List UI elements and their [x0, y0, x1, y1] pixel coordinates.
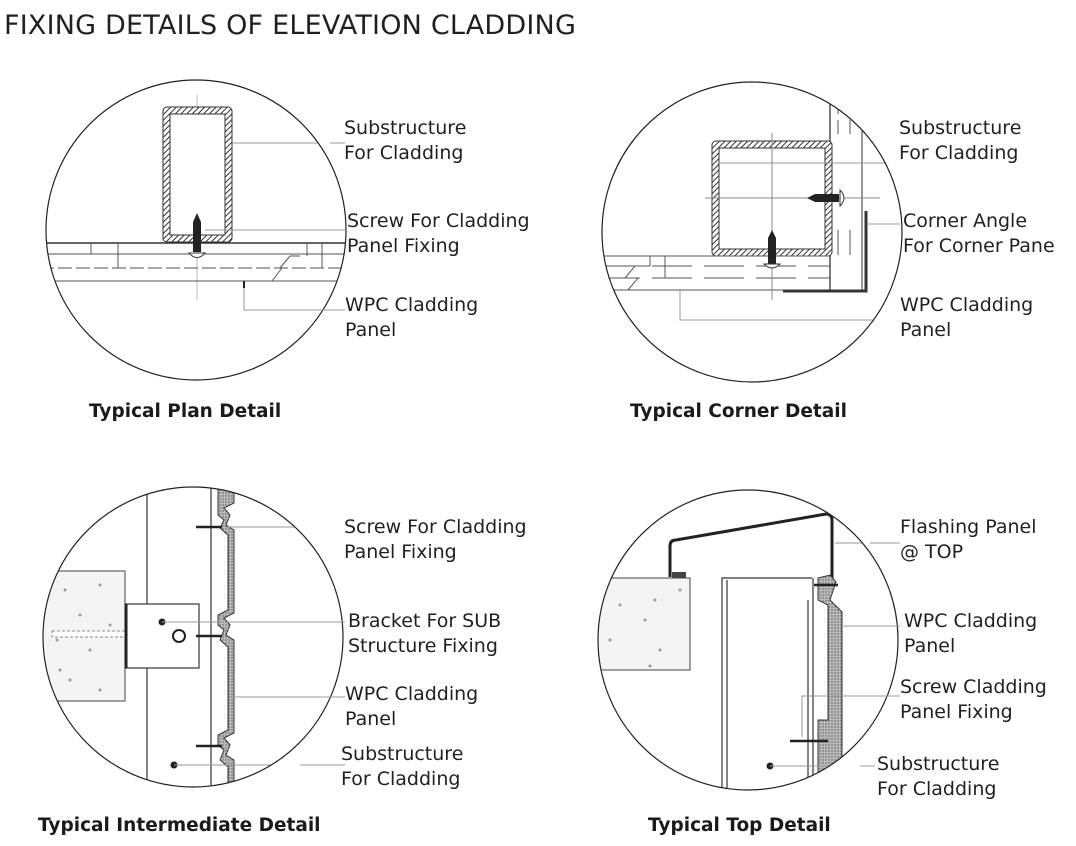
label-line: Panel: [900, 319, 952, 341]
label-line: Panel Fixing: [347, 235, 460, 257]
label-line: Screw Cladding: [900, 676, 1047, 698]
plan-detail-drawing: [45, 79, 347, 381]
label-line: Substructure: [341, 743, 464, 765]
label-corner-angle: Corner Angle For Corner Pane: [903, 209, 1055, 259]
screw: [762, 188, 845, 269]
wpc-panel: [817, 574, 843, 781]
label-line: Panel: [904, 635, 956, 657]
bracket: [125, 603, 200, 669]
label-line: WPC Cladding: [900, 294, 1034, 316]
top-detail-drawing: [597, 489, 900, 791]
screw: [187, 213, 207, 258]
label-substructure: Substructure For Cladding: [899, 116, 1021, 166]
label-screw: Screw For Cladding Panel Fixing: [347, 209, 530, 259]
label-screw: Screw Cladding Panel Fixing: [900, 675, 1047, 725]
label-line: Panel Fixing: [344, 541, 457, 563]
label-line: WPC Cladding: [904, 610, 1038, 632]
caption-intermediate-detail: Typical Intermediate Detail: [38, 815, 321, 836]
label-line: @ TOP: [900, 541, 964, 563]
label-bracket: Bracket For SUB Structure Fixing: [348, 609, 501, 659]
label-flashing-panel: Flashing Panel @ TOP: [900, 515, 1036, 565]
label-line: Substructure: [877, 753, 1000, 775]
corner-angle: [783, 211, 868, 293]
concrete-slab: [598, 577, 691, 671]
label-line: Panel Fixing: [900, 701, 1013, 723]
label-wpc-panel: WPC Cladding Panel: [904, 609, 1037, 659]
caption-corner-detail: Typical Corner Detail: [630, 401, 847, 422]
label-substructure: Substructure For Cladding: [341, 742, 463, 792]
page-title: FIXING DETAILS OF ELEVATION CLADDING: [4, 10, 577, 41]
label-line: Substructure: [344, 117, 467, 139]
label-line: For Cladding: [877, 778, 997, 800]
label-substructure: Substructure For Cladding: [344, 116, 466, 166]
label-line: Panel: [345, 319, 397, 341]
caption-top-detail: Typical Top Detail: [648, 815, 831, 836]
label-wpc-panel: WPC Cladding Panel: [345, 293, 478, 343]
intermediate-detail-drawing: [42, 486, 345, 788]
wpc-panel: [217, 487, 235, 787]
corner-detail-drawing: [601, 81, 903, 383]
label-line: WPC Cladding: [345, 294, 479, 316]
label-line: For Cladding: [341, 768, 461, 790]
label-line: Structure Fixing: [348, 635, 498, 657]
label-line: WPC Cladding: [345, 683, 479, 705]
label-line: Corner Angle: [903, 210, 1028, 232]
label-wpc-panel: WPC Cladding Panel: [345, 682, 478, 732]
label-line: Screw For Cladding: [344, 516, 527, 538]
label-line: Bracket For SUB: [348, 610, 502, 632]
label-line: Flashing Panel: [900, 516, 1037, 538]
flashing-panel: [668, 512, 834, 585]
label-line: For Corner Pane: [903, 235, 1055, 257]
caption-plan-detail: Typical Plan Detail: [89, 401, 282, 422]
label-wpc-panel: WPC Cladding Panel: [900, 293, 1033, 343]
label-substructure: Substructure For Cladding: [877, 752, 999, 802]
label-line: Substructure: [899, 117, 1022, 139]
label-screw: Screw For Cladding Panel Fixing: [344, 515, 527, 565]
label-line: For Cladding: [899, 142, 1019, 164]
label-line: For Cladding: [344, 142, 464, 164]
label-line: Screw For Cladding: [347, 210, 530, 232]
label-line: Panel: [345, 708, 397, 730]
